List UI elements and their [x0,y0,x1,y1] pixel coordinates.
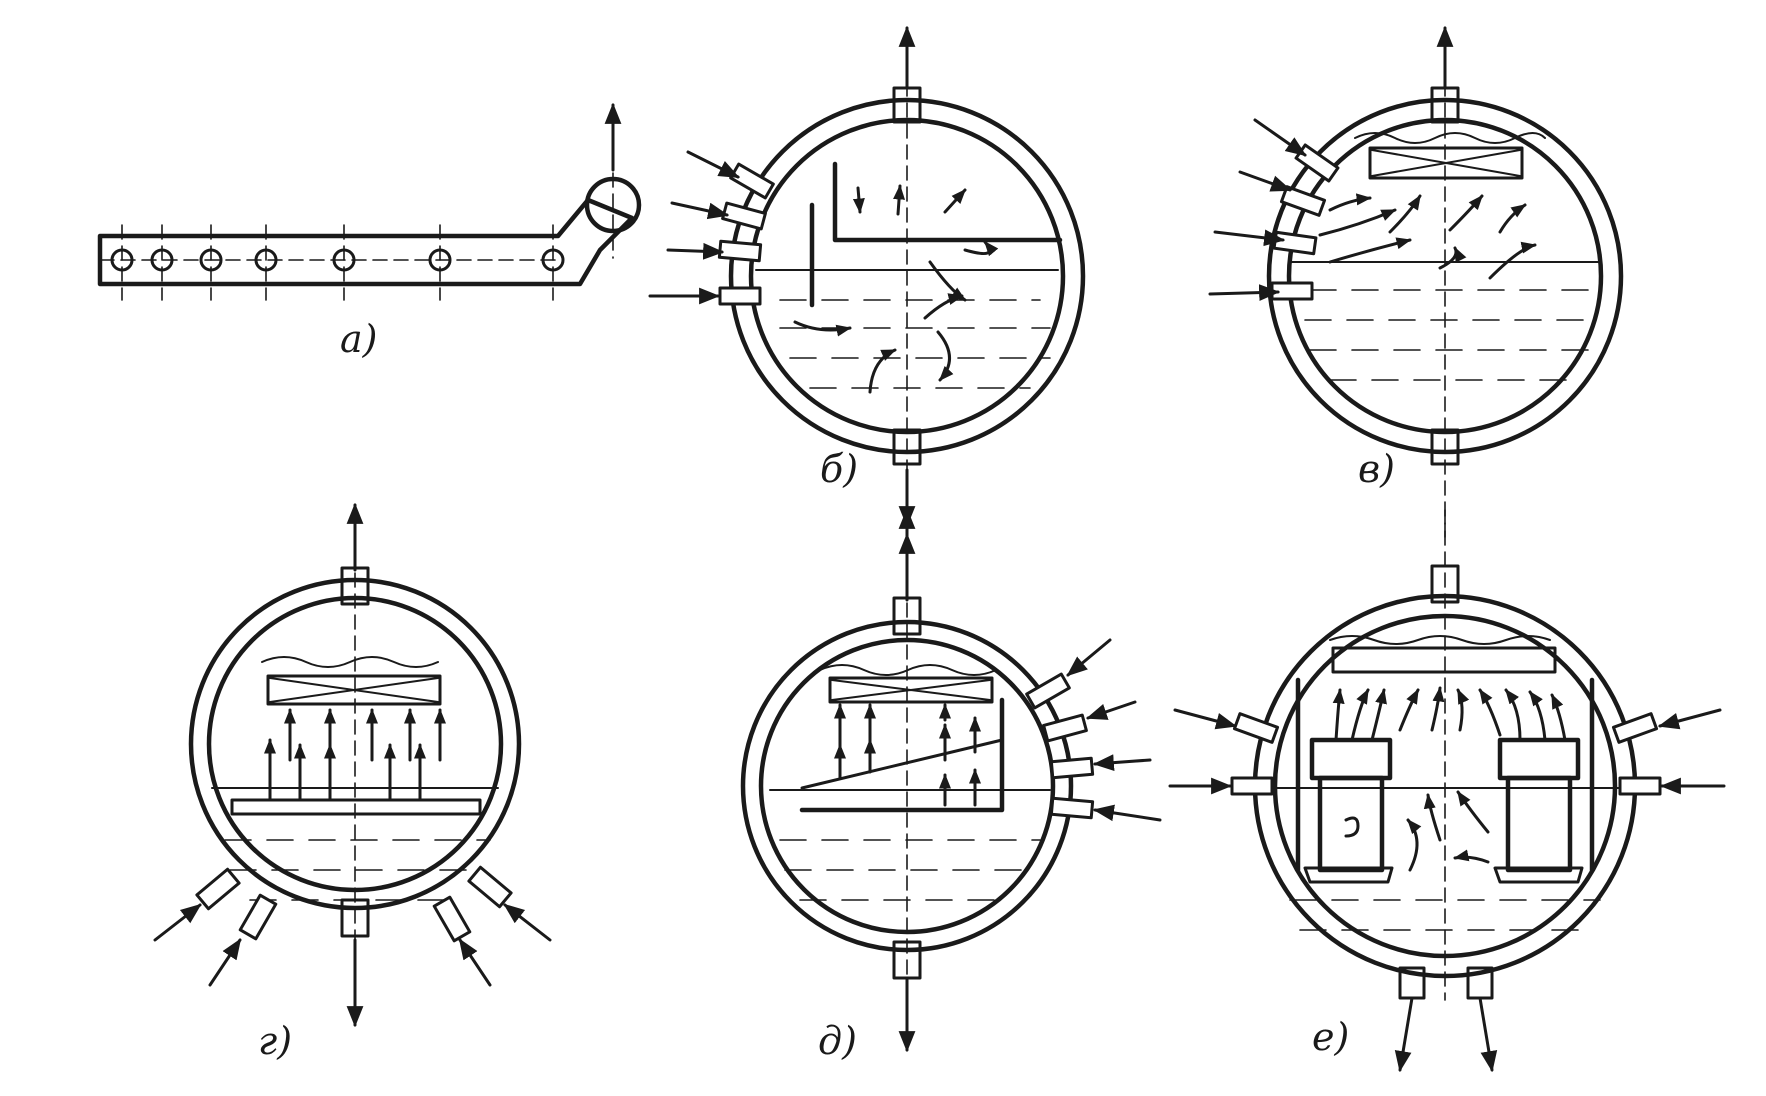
panel-e-label: е) [1312,1015,1349,1059]
panel-b-drum: б) [648,25,1086,562]
panel-v-label: в) [1358,447,1395,491]
panel-b-label: б) [820,447,858,491]
cyclone-left [1303,737,1394,884]
panel-d-drum: д) [740,532,1162,1063]
panel-v-drum: в) [1208,25,1624,541]
panel-g-label: г) [258,1019,292,1063]
cyclone-right [1493,737,1584,884]
panel-d-label: д) [818,1019,857,1063]
panel-a-label: а) [340,317,377,361]
panel-e-drum: е) [1168,509,1726,1073]
panel-a-collector-header: а) [97,102,642,361]
panel-g-drum: г) [153,502,552,1063]
